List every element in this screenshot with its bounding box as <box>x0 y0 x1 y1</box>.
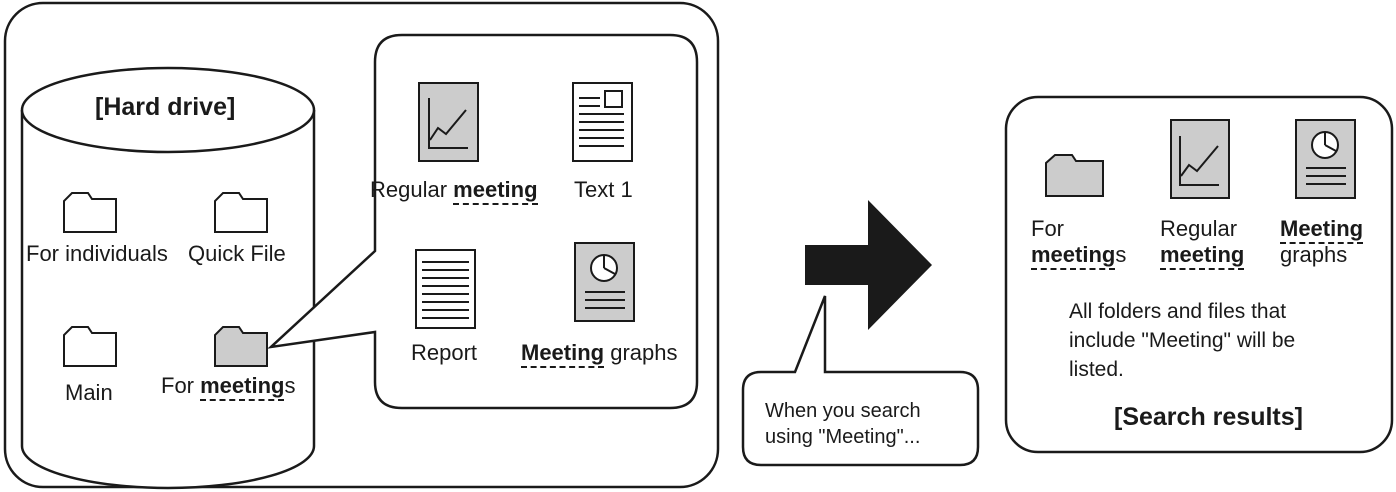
file-label-report[interactable]: Report <box>411 340 478 365</box>
label-suffix: s <box>1115 242 1127 267</box>
chart-file-icon[interactable] <box>418 82 479 162</box>
label-suffix: s <box>284 373 296 398</box>
text-lines-icon <box>422 261 469 319</box>
text-lines-icon <box>579 97 624 147</box>
folder-meetings-icon[interactable] <box>1045 154 1104 197</box>
label-line: meetings <box>1031 242 1127 270</box>
label-line: Regular <box>1160 216 1238 241</box>
file-label-text1[interactable]: Text 1 <box>574 177 633 202</box>
results-description-line-2: include "Meeting" will be <box>1069 329 1296 352</box>
result-label-meeting-graphs[interactable]: Meeting graphs <box>1280 216 1364 268</box>
search-callout <box>741 295 980 467</box>
folder-icon[interactable] <box>214 192 268 233</box>
search-keyword-highlight: meeting <box>1031 242 1116 270</box>
hard-drive-cylinder <box>20 66 316 490</box>
file-label-regular-meeting[interactable]: Regular meeting <box>370 177 538 205</box>
image-placeholder-icon <box>604 90 623 108</box>
arrow-right-icon <box>805 200 932 330</box>
folder-label-main[interactable]: Main <box>65 380 113 405</box>
search-callout-line-2: using "Meeting"... <box>765 426 921 448</box>
result-label-regular-meeting[interactable]: Regular meeting <box>1160 216 1245 270</box>
search-keyword-highlight: meeting <box>1160 242 1245 270</box>
results-description-line-3: listed. <box>1069 358 1124 381</box>
line-chart-icon <box>1179 136 1219 186</box>
folder-meetings-icon[interactable] <box>214 326 268 367</box>
pie-slice-icon <box>1324 132 1337 152</box>
label-line: graphs <box>1280 242 1348 267</box>
file-label-meeting-graphs[interactable]: Meeting graphs <box>521 340 678 368</box>
label-prefix: For <box>161 373 201 398</box>
search-keyword-highlight: Meeting <box>521 340 605 368</box>
label-line: meeting <box>1160 242 1245 270</box>
folder-label-individuals[interactable]: For individuals <box>26 241 168 266</box>
folder-label-meetings[interactable]: For meetings <box>161 373 296 401</box>
hard-drive-title: [Hard drive] <box>95 93 236 121</box>
pie-slice-icon <box>603 255 616 275</box>
search-keyword-highlight: Meeting <box>1280 216 1364 244</box>
line-chart-icon <box>428 98 468 149</box>
search-results-title: [Search results] <box>1114 403 1303 431</box>
results-description-line-1: All folders and files that <box>1069 300 1287 323</box>
text-lines-icon <box>1306 167 1346 185</box>
folder-icon[interactable] <box>63 192 117 233</box>
label-line: Meeting <box>1280 216 1364 244</box>
label-line: For <box>1031 216 1064 241</box>
text-lines-icon <box>585 291 625 309</box>
search-callout-line-1: When you search <box>765 400 921 422</box>
folder-label-quick-file[interactable]: Quick File <box>188 241 286 266</box>
search-keyword-highlight: meeting <box>200 373 285 401</box>
label-suffix: graphs <box>604 340 678 365</box>
folder-icon[interactable] <box>63 326 117 367</box>
result-label-for-meetings[interactable]: For meetings <box>1031 216 1127 270</box>
search-keyword-highlight: meeting <box>453 177 538 205</box>
label-prefix: Regular <box>370 177 454 202</box>
